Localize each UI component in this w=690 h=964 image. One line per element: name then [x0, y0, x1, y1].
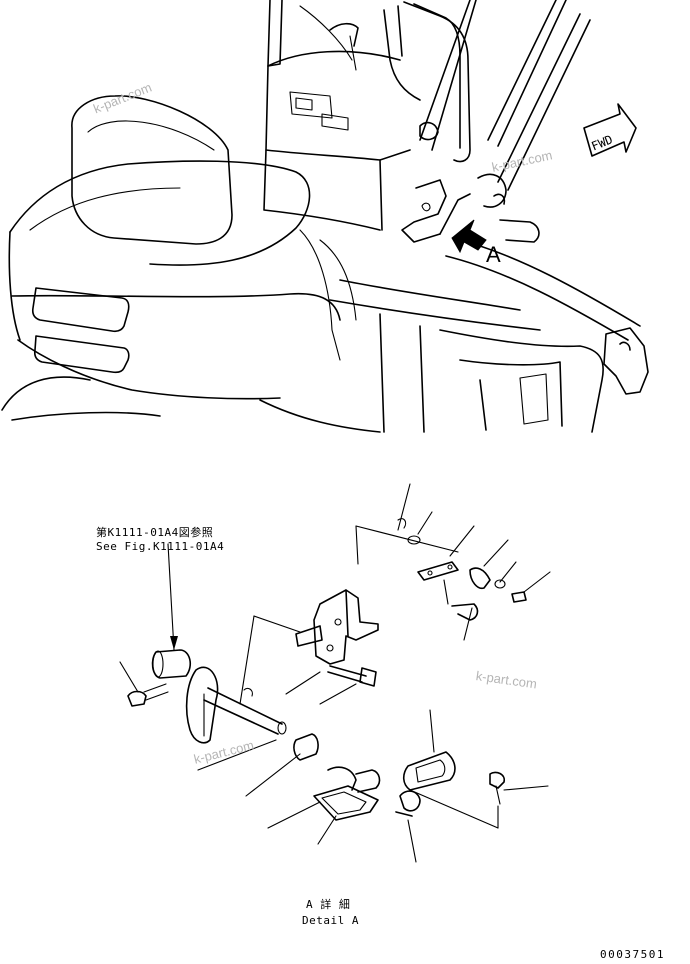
console-illustration	[259, 0, 649, 433]
reference-ja: 第K1111-01A4図参照	[96, 526, 214, 539]
detail-caption-en: Detail A	[302, 914, 359, 927]
reference-en: See Fig.K1111-01A4	[96, 540, 225, 553]
seat-illustration	[1, 95, 357, 421]
drawing-number: 00037501	[600, 948, 665, 961]
callout-letter: A	[486, 242, 501, 267]
detail-caption-ja: A 詳 細	[306, 898, 351, 911]
exploded-parts	[119, 483, 551, 863]
